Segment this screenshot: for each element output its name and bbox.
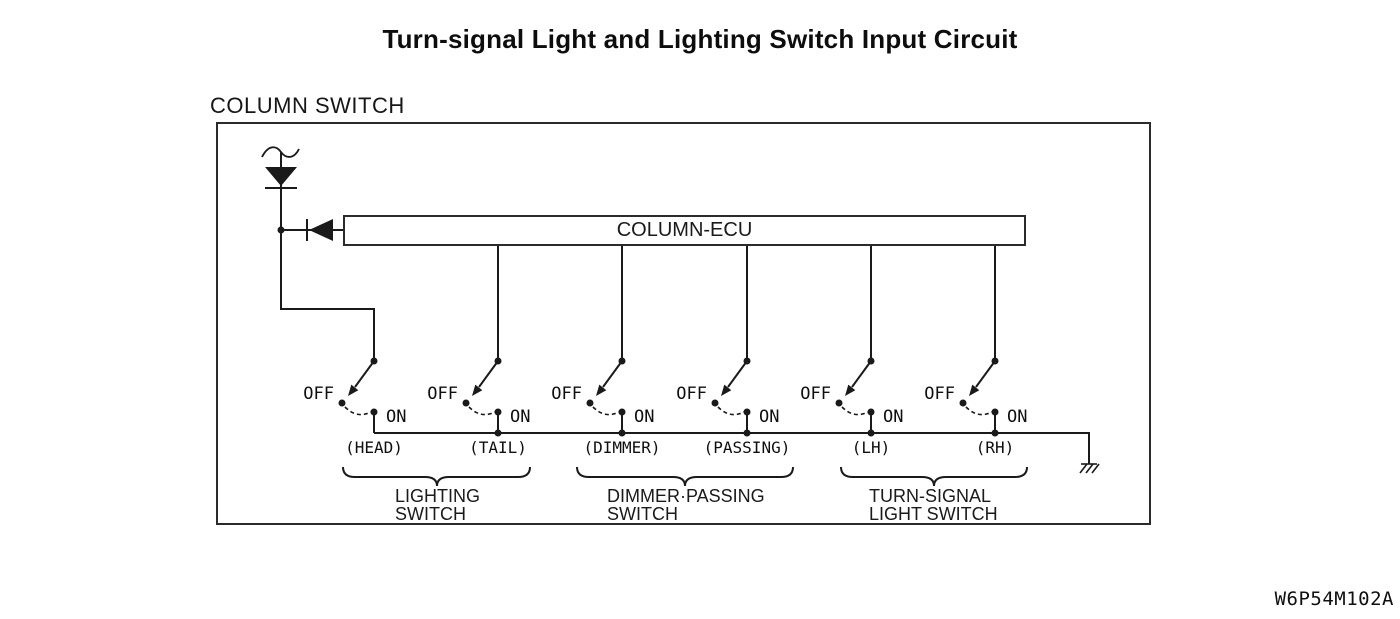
ecu-drop-wires	[497, 246, 996, 361]
column-ecu-box: COLUMN-ECU	[343, 215, 1026, 246]
head-on-label: ON	[386, 407, 407, 427]
rh-off-label: OFF	[924, 384, 955, 404]
lh-on-label: ON	[883, 407, 904, 427]
dimmer-on-label: ON	[634, 407, 655, 427]
lh-off-label: OFF	[800, 384, 831, 404]
switch-symbol-passing	[710, 356, 752, 434]
group-brace-dimmer-passing	[576, 466, 794, 487]
tail-switch-label: (TAIL)	[469, 438, 527, 457]
chassis-ground-icon	[1079, 463, 1100, 474]
switch-symbol-rh	[958, 356, 1000, 434]
group-brace-turn-signal	[840, 466, 1028, 487]
rh-on-label: ON	[1007, 407, 1028, 427]
tail-on-label: ON	[510, 407, 531, 427]
lighting-switch-group-label: LIGHTING SWITCH	[395, 487, 480, 523]
ground-bus-wire	[374, 429, 1090, 464]
head-feed-wire	[280, 230, 375, 361]
dimmer-switch-label: (DIMMER)	[583, 438, 661, 457]
lh-switch-label: (LH)	[851, 438, 891, 457]
turn-signal-switch-group-label: TURN-SIGNAL LIGHT SWITCH	[869, 487, 998, 523]
page-title: Turn-signal Light and Lighting Switch In…	[382, 24, 1018, 54]
group-label-line2: SWITCH	[395, 504, 466, 524]
tail-off-label: OFF	[427, 384, 458, 404]
part-code: W6P54M102A	[1274, 588, 1394, 610]
group-label-line1: TURN-SIGNAL	[869, 486, 992, 506]
switch-symbol-dimmer	[585, 356, 627, 434]
power-feed-wire	[261, 146, 375, 361]
switch-symbol-lh	[834, 356, 876, 434]
group-label-line1: LIGHTING	[395, 486, 481, 506]
switch-symbol-head	[337, 356, 379, 434]
head-off-label: OFF	[303, 384, 334, 404]
column-switch-label: COLUMN SWITCH	[210, 93, 405, 118]
dimmer-off-label: OFF	[551, 384, 582, 404]
passing-on-label: ON	[759, 407, 780, 427]
switch-symbol-tail	[461, 356, 503, 434]
rh-switch-label: (RH)	[975, 438, 1015, 457]
passing-off-label: OFF	[676, 384, 707, 404]
group-label-line2: SWITCH	[607, 504, 678, 524]
column-ecu-label: COLUMN-ECU	[616, 219, 753, 241]
diode-left-icon	[306, 219, 333, 241]
head-switch-label: (HEAD)	[345, 438, 403, 457]
passing-switch-label: (PASSING)	[703, 438, 791, 457]
group-braces	[342, 466, 1028, 487]
group-label-line2: LIGHT SWITCH	[869, 504, 998, 524]
diode-down-icon	[265, 167, 297, 189]
dimmer-passing-switch-group-label: DIMMER·PASSING SWITCH	[607, 487, 765, 523]
column-switch-box	[216, 122, 1151, 525]
group-label-line1: DIMMER·PASSING	[607, 486, 765, 506]
group-brace-lighting	[342, 466, 531, 487]
